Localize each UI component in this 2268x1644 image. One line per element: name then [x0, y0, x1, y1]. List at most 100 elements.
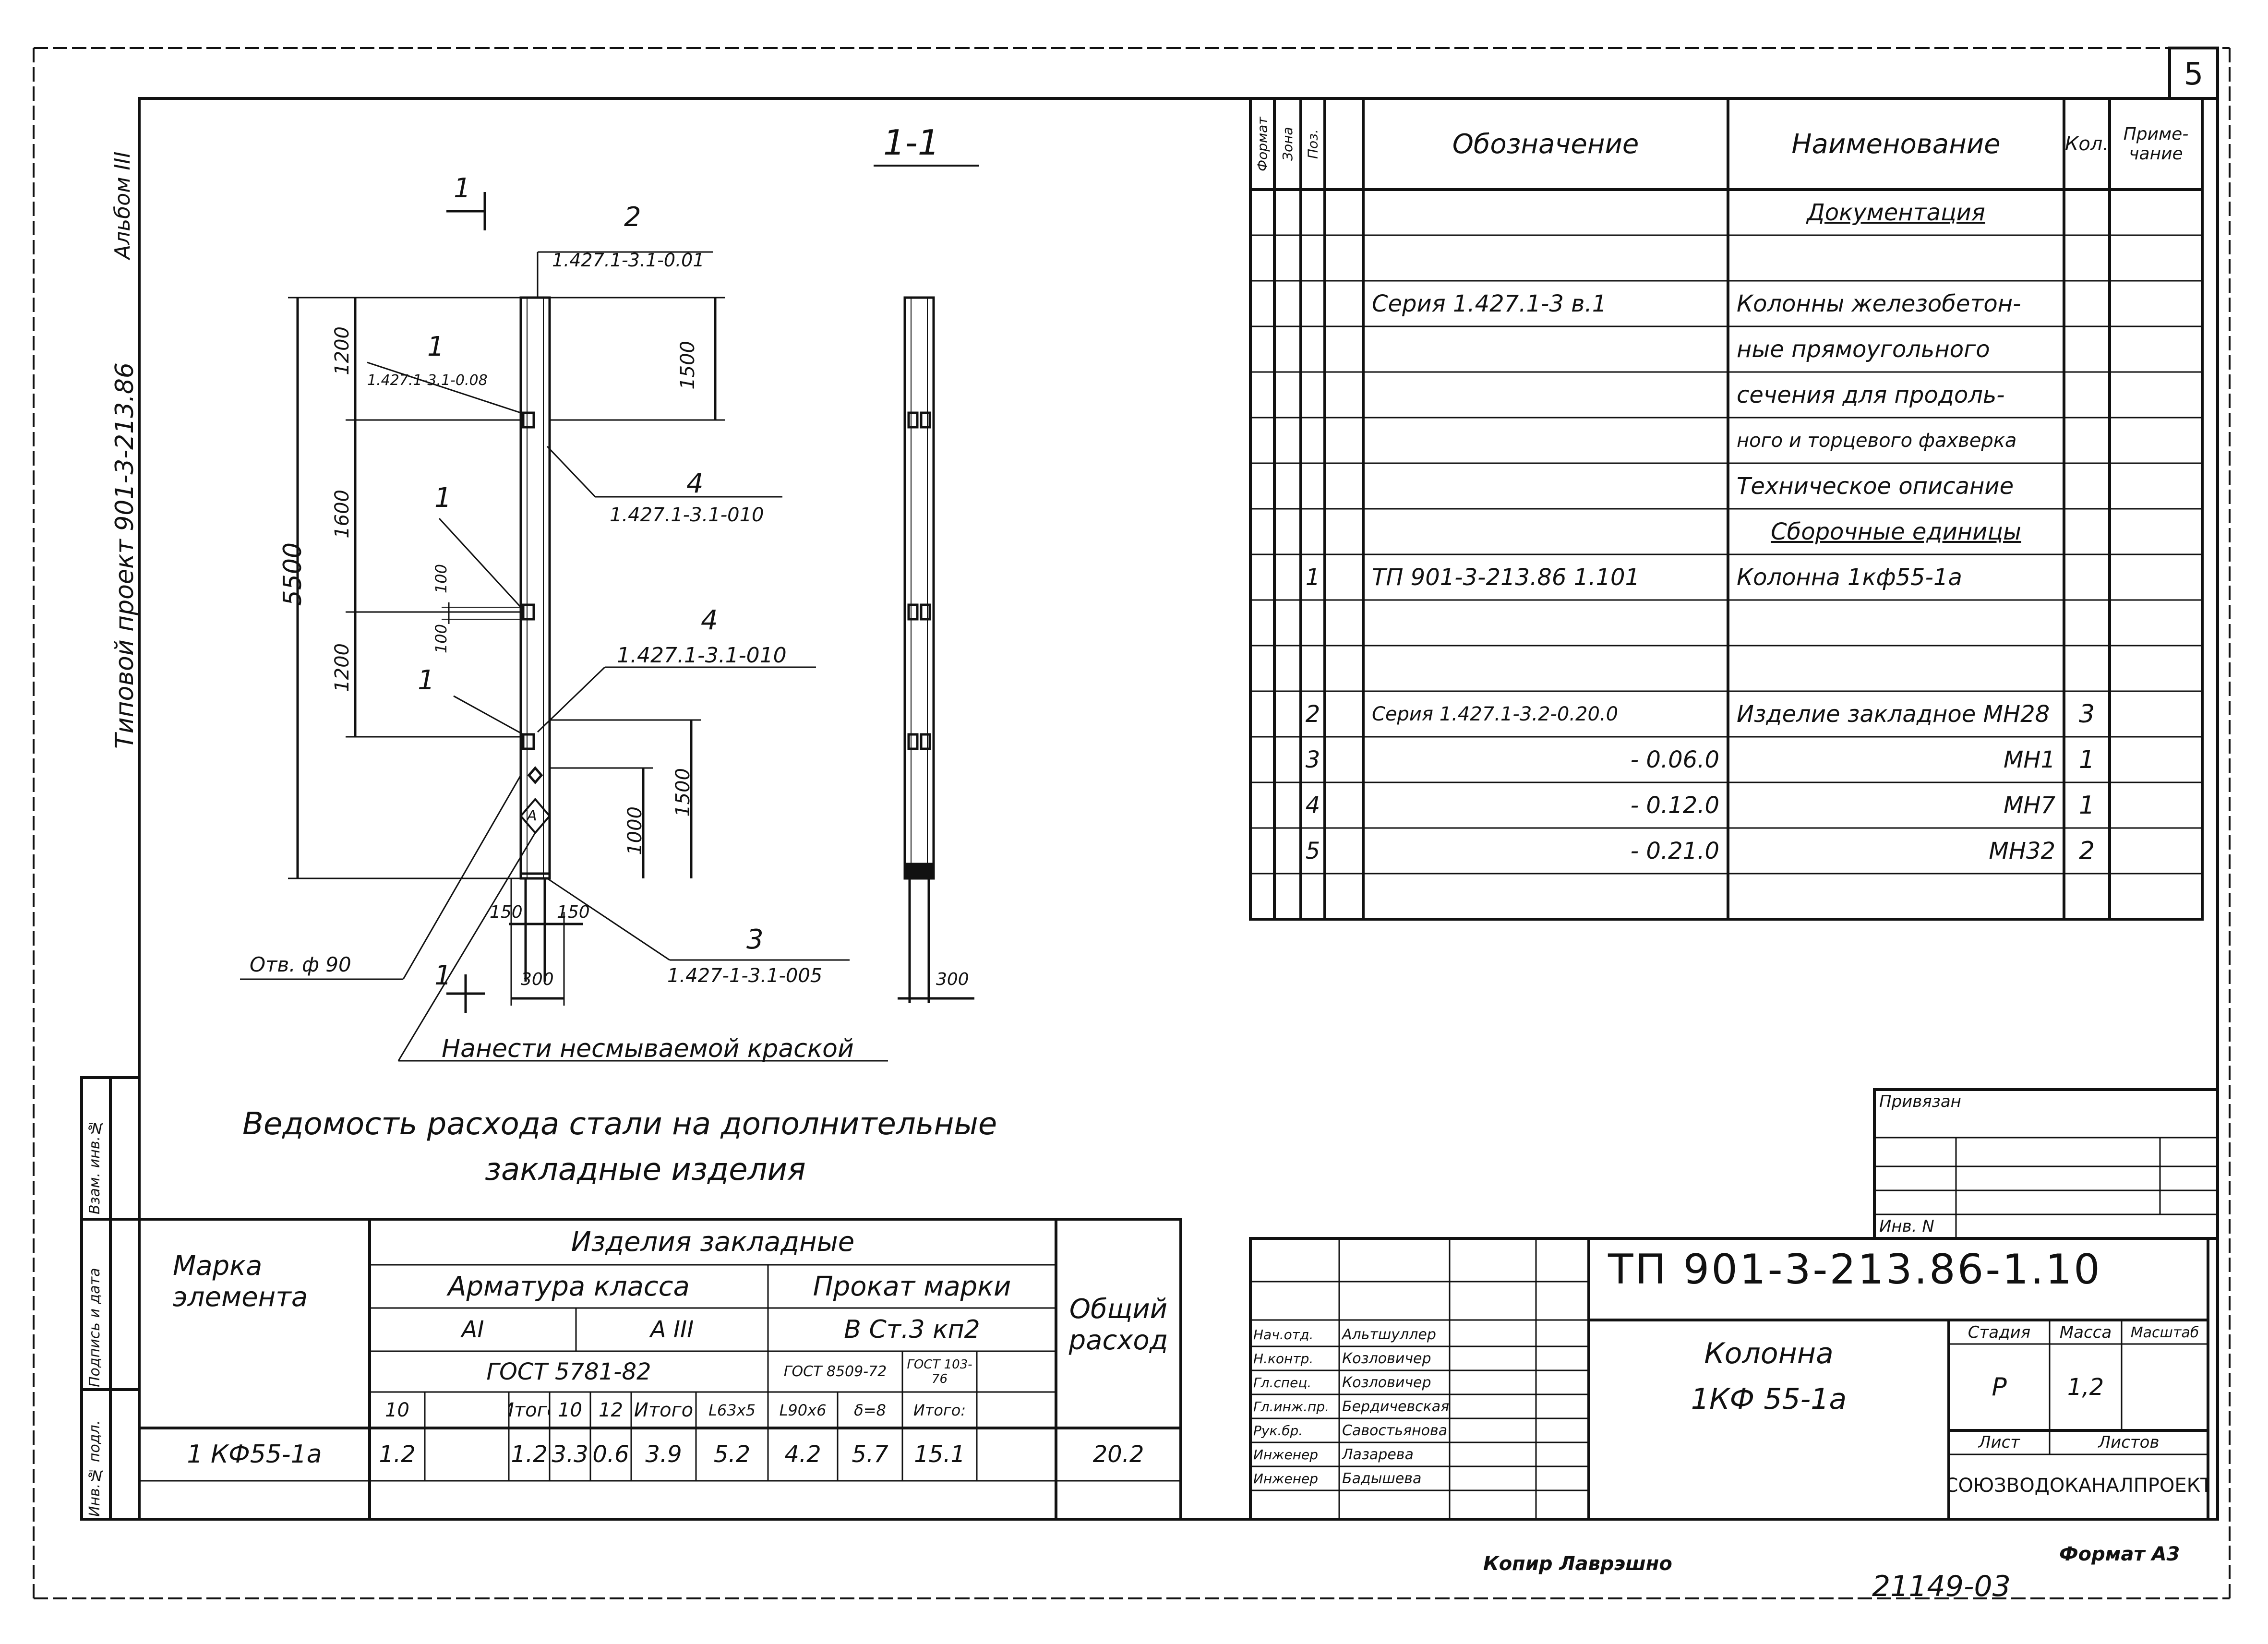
dim-w4: 300: [936, 970, 969, 989]
stadia-header: Стадия: [1968, 1323, 2031, 1342]
dim-d: 1500: [677, 341, 699, 390]
dim-b: 1600: [331, 490, 353, 539]
spec-row-designation: [1363, 190, 1728, 235]
spec-row-pos: [1301, 418, 1325, 463]
massa-header: Масса: [2059, 1323, 2112, 1342]
steel-value: 5.7: [852, 1441, 888, 1468]
masshtab-header: Масштаб: [2130, 1324, 2199, 1341]
album-label: Альбом III: [110, 151, 135, 259]
list-header: Лист: [1978, 1433, 2020, 1452]
spec-h-format: Формат: [1254, 117, 1271, 171]
cut-mark-top: 1: [454, 173, 471, 204]
inv-label: Инв. N: [1879, 1217, 1934, 1236]
spec-row-name: Техническое описание: [1737, 472, 2014, 500]
spec-row-name: Колонны железобетон-: [1737, 290, 2021, 317]
spec-row-qty: [2064, 190, 2110, 235]
spec-row-qty: 2: [2078, 836, 2095, 865]
steel-h-rolled: Прокат марки: [813, 1271, 1011, 1302]
spec-h-note: Приме-чание: [2123, 124, 2189, 164]
spec-row-name: ного и торцевого фахверка: [1737, 429, 2017, 452]
doc-code: ТП 901-3-213.86-1.10: [1608, 1246, 2102, 1294]
steel-value: 1.2: [379, 1441, 416, 1468]
spec-row-pos: 5: [1305, 837, 1320, 864]
spec-row-designation: [1363, 600, 1728, 646]
hole-label: Отв. ф 90: [250, 953, 351, 976]
spec-row-qty: [2064, 326, 2110, 372]
steel-row-total: 20.2: [1092, 1441, 1144, 1468]
spec-row-pos: 1: [1305, 564, 1320, 591]
dim-h: 100: [432, 624, 450, 654]
steel-value: 4.2: [784, 1441, 821, 1468]
spec-row-qty: [2064, 418, 2110, 463]
spec-row-name: [1728, 874, 2064, 919]
spec-row-designation: [1363, 509, 1728, 554]
steel-value: 1.2: [511, 1441, 548, 1468]
steel-value: 5.2: [713, 1441, 751, 1468]
spec-row-name: МН32: [1989, 837, 2055, 864]
dim-w1: 150: [490, 902, 523, 922]
spec-row-name: Колонна 1кф55-1а: [1737, 564, 1962, 591]
spec-row-pos: 3: [1305, 746, 1320, 773]
spec-row-pos: [1301, 326, 1325, 372]
dim-w2: 150: [557, 902, 590, 922]
spec-row-name: Сборочные единицы: [1771, 518, 2021, 545]
doc-name-2: 1КФ 55-1а: [1691, 1382, 1847, 1416]
steel-h-a3: А III: [650, 1316, 694, 1343]
dim-g: 100: [432, 564, 450, 594]
spec-row-name: [1728, 646, 2064, 691]
signer-role: Инженер: [1253, 1446, 1319, 1463]
steel-subheader: δ=8: [854, 1401, 886, 1419]
spec-row-pos: [1301, 372, 1325, 418]
steel-subheader: 12: [599, 1399, 623, 1421]
leader-ref-3: 1.427-1-3.1-005: [667, 965, 823, 987]
dim-e: 1000: [624, 806, 646, 855]
leader-pos-1c: 1: [418, 665, 435, 696]
spec-row-designation: - 0.12.0: [1630, 792, 1719, 819]
spec-row-pos: [1301, 235, 1325, 281]
spec-row-qty: [2064, 554, 2110, 600]
spec-h-qty: Кол.: [2064, 133, 2109, 155]
signer-name: Савостьянова: [1342, 1422, 1448, 1439]
spec-row-pos: [1301, 600, 1325, 646]
column-drawing: [240, 165, 979, 1062]
steel-value: 3.9: [645, 1441, 682, 1468]
spec-row-designation: [1363, 326, 1728, 372]
spec-row-qty: [2064, 281, 2110, 326]
steel-row-mark: 1 КФ55-1а: [187, 1440, 322, 1469]
dim-f: 1500: [672, 768, 694, 817]
spec-row-pos: [1301, 509, 1325, 554]
dim-total: 5500: [278, 542, 307, 606]
spec-row-name: МН1: [2003, 746, 2055, 773]
leader-pos-1a: 1: [427, 331, 444, 362]
steel-h-marka: Марка элемента: [173, 1250, 308, 1313]
signer-name: Козловичер: [1342, 1374, 1431, 1391]
steel-subheader: L90х6: [779, 1401, 827, 1419]
spec-row-name: [1728, 600, 2064, 646]
cut-mark-bottom: 1: [434, 960, 452, 991]
spec-row-qty: 1: [2078, 745, 2095, 774]
signer-name: Лазарева: [1342, 1446, 1414, 1463]
dim-w3: 300: [521, 970, 554, 989]
spec-row-pos: 4: [1305, 792, 1320, 819]
signer-role: Рук.бр.: [1253, 1422, 1303, 1439]
spec-row-designation: [1363, 874, 1728, 919]
spec-row-pos: [1301, 463, 1325, 509]
spec-row-pos: [1301, 281, 1325, 326]
dim-c: 1200: [331, 643, 353, 692]
spec-row-pos: [1301, 874, 1325, 919]
stamp-vzam-inv: Взам. инв.№: [86, 1119, 103, 1214]
spec-row-designation: [1363, 235, 1728, 281]
spec-h-pos: Поз.: [1305, 129, 1321, 159]
stadia-value: Р: [1992, 1373, 2007, 1402]
spec-row-qty: [2064, 235, 2110, 281]
steel-subheader: [425, 1392, 509, 1428]
steel-h-gost1: ГОСТ 5781-82: [486, 1358, 651, 1385]
leader-ref-4b: 1.427.1-3.1-010: [617, 643, 787, 668]
spec-row-designation: [1363, 372, 1728, 418]
steel-value: [425, 1428, 509, 1481]
steel-subheader: Итого: [509, 1399, 550, 1421]
spec-row-qty: [2064, 372, 2110, 418]
steel-h-gost2: ГОСТ 8509-72: [783, 1363, 887, 1380]
steel-subheader: 10: [385, 1399, 409, 1421]
spec-h-name: Наименование: [1791, 128, 2001, 160]
